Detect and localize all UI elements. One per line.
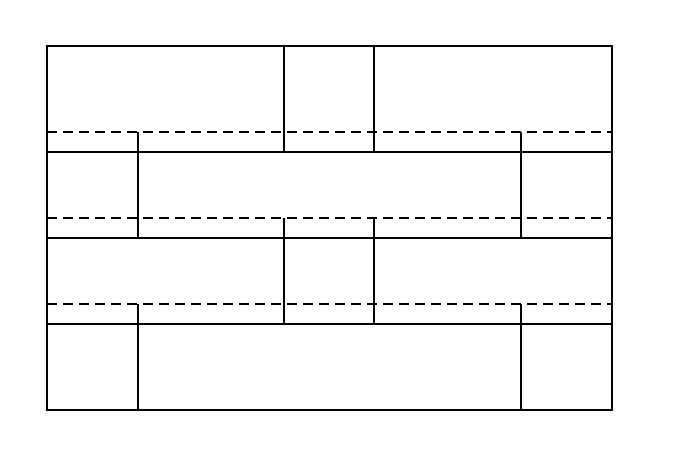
solid-lines <box>46 45 613 411</box>
outer-border <box>46 45 613 411</box>
dashed-lines <box>47 131 612 305</box>
